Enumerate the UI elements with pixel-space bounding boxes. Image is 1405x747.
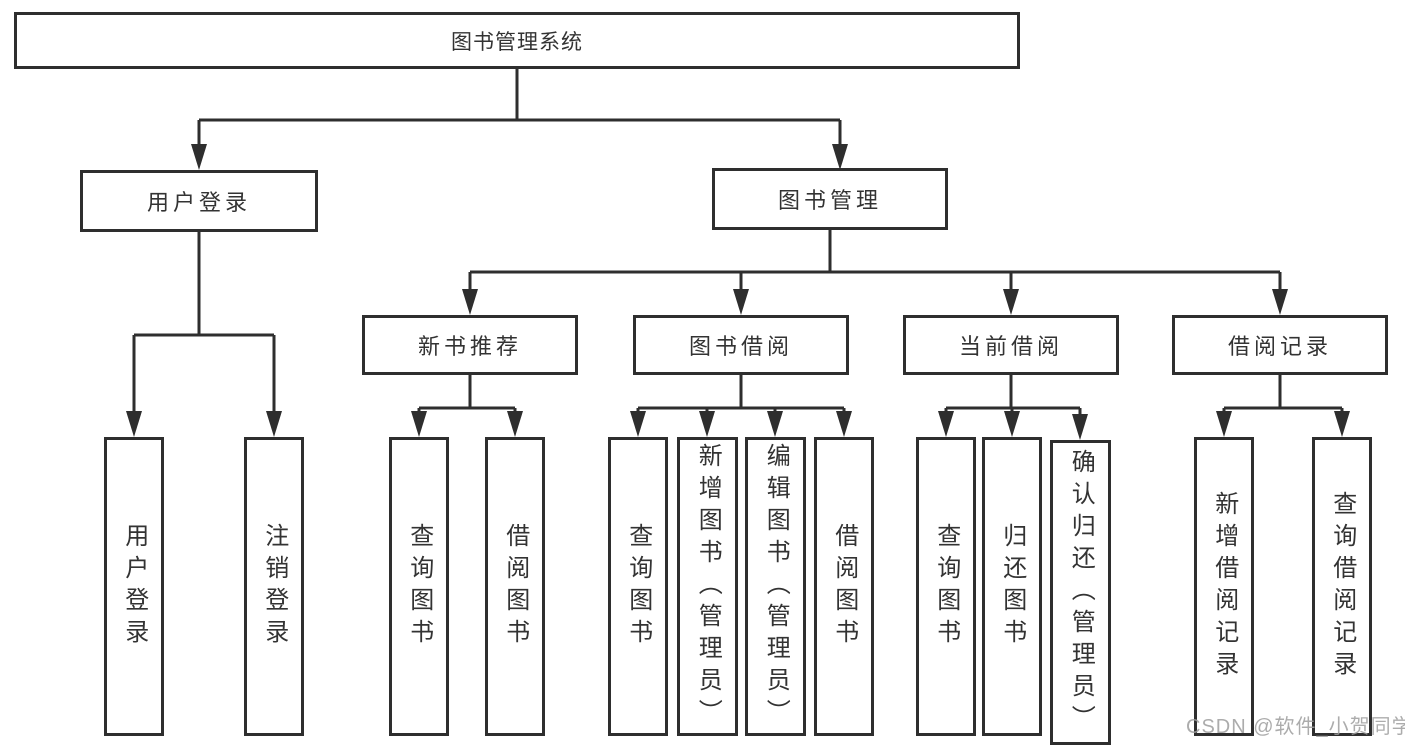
node-new-book-recommendation: 新书推荐 xyxy=(362,315,578,375)
connector-new-book-children xyxy=(411,375,523,437)
node-book-management: 图书管理 xyxy=(712,168,948,230)
arrowhead xyxy=(126,411,142,437)
arrowhead xyxy=(507,411,523,437)
leaf-return-books: 归还图书 xyxy=(982,437,1042,736)
leaf-user-login: 用户登录 xyxy=(104,437,164,736)
leaf-edit-books-admin: 编辑图书（管理员） xyxy=(745,437,806,736)
node-label: 新书推荐 xyxy=(417,334,522,359)
leaf-query-borrow-record: 查询借阅记录 xyxy=(1312,437,1372,736)
arrowhead xyxy=(1003,289,1019,315)
node-label: 图书管理系统 xyxy=(451,30,583,54)
node-book-borrowing: 图书借阅 xyxy=(633,315,849,375)
node-user-login: 用户登录 xyxy=(80,170,318,232)
node-label: 归还图书 xyxy=(998,522,1026,651)
arrowhead xyxy=(1272,289,1288,315)
connector-current-borrowing-children xyxy=(938,375,1088,440)
csdn-watermark: CSDN @软件_小贺同学 xyxy=(1186,716,1405,738)
arrowhead xyxy=(938,411,954,437)
leaf-query-books: 查询图书 xyxy=(389,437,449,736)
node-label: 借阅记录 xyxy=(1227,334,1332,359)
node-label: 确认归还（管理员） xyxy=(1067,448,1095,737)
connector-book-borrowing-children xyxy=(630,375,852,437)
connector-root-to-level2 xyxy=(191,68,848,170)
node-borrowing-records: 借阅记录 xyxy=(1172,315,1388,375)
node-label: 查询图书 xyxy=(624,522,652,651)
arrowhead xyxy=(411,411,427,437)
leaf-add-borrow-record: 新增借阅记录 xyxy=(1194,437,1254,736)
node-label: 查询图书 xyxy=(405,522,433,651)
leaf-query-books-2: 查询图书 xyxy=(608,437,668,736)
arrowhead xyxy=(191,144,207,170)
arrowhead xyxy=(1334,411,1350,437)
leaf-confirm-return-admin: 确认归还（管理员） xyxy=(1050,440,1111,745)
node-label: 借阅图书 xyxy=(830,522,858,651)
leaf-borrow-books: 借阅图书 xyxy=(485,437,545,736)
node-label: 用户登录 xyxy=(120,522,148,651)
node-label: 查询借阅记录 xyxy=(1328,490,1356,683)
node-label: 借阅图书 xyxy=(501,522,529,651)
arrowhead xyxy=(836,411,852,437)
connector-borrowing-records-children xyxy=(1216,375,1350,437)
node-label: 图书管理 xyxy=(777,188,882,213)
connector-book-management-children xyxy=(462,230,1288,315)
connector-user-login-children xyxy=(126,232,282,437)
node-current-borrowing: 当前借阅 xyxy=(903,315,1119,375)
node-label: 查询图书 xyxy=(932,522,960,651)
leaf-add-books-admin: 新增图书（管理员） xyxy=(677,437,738,736)
node-label: 当前借阅 xyxy=(958,334,1063,359)
arrowhead xyxy=(1004,411,1020,437)
leaf-logout-login: 注销登录 xyxy=(244,437,304,736)
arrowhead xyxy=(733,289,749,315)
leaf-query-books-3: 查询图书 xyxy=(916,437,976,736)
node-library-management-system: 图书管理系统 xyxy=(14,12,1020,69)
arrowhead xyxy=(630,411,646,437)
arrowhead xyxy=(1072,414,1088,440)
node-label: 新增借阅记录 xyxy=(1210,490,1238,683)
arrowhead xyxy=(462,289,478,315)
arrowhead xyxy=(699,411,715,437)
node-label: 新增图书（管理员） xyxy=(694,442,722,731)
node-label: 注销登录 xyxy=(260,522,288,651)
leaf-borrow-books-2: 借阅图书 xyxy=(814,437,874,736)
arrowhead xyxy=(832,144,848,170)
arrowhead xyxy=(1216,411,1232,437)
node-label: 图书借阅 xyxy=(688,334,793,359)
node-label: 用户登录 xyxy=(146,190,251,215)
arrowhead xyxy=(767,411,783,437)
node-label: 编辑图书（管理员） xyxy=(762,442,790,731)
arrowhead xyxy=(266,411,282,437)
